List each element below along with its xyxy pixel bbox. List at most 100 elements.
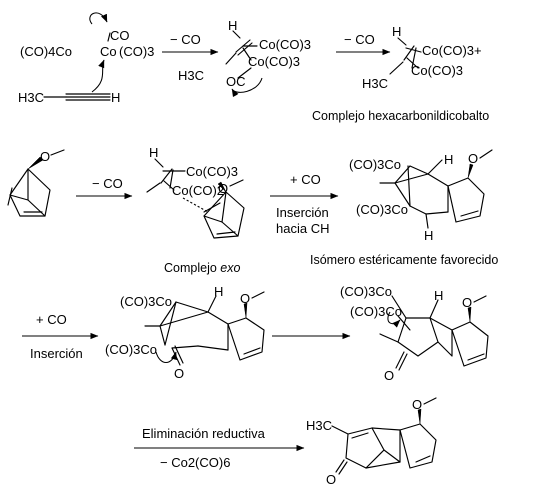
- row4-arrow-label-top: Eliminación reductiva: [142, 426, 266, 441]
- row3-arrow1-label-bottom: Inserción: [30, 346, 83, 361]
- r3s1-carbonyl-a: [171, 347, 181, 366]
- r3s2-methoxy-me: [473, 295, 487, 303]
- s3-co-upper: Co(CO)3+: [422, 43, 482, 58]
- r3s1-cyclopentene: [227, 317, 265, 361]
- r3s1-co-lower: (CO)3Co: [105, 342, 157, 357]
- r3s2-double: [467, 353, 485, 361]
- s2-alkyne-bond-b: [237, 42, 253, 56]
- r2-methoxy-wedge: [27, 156, 44, 170]
- s2-co-upper: Co(CO)3: [259, 37, 311, 52]
- row1-arrow-2: − CO: [336, 32, 391, 56]
- row1-arrow2-label: − CO: [344, 32, 375, 47]
- p-bond-c2: [383, 449, 401, 463]
- r3s1-methoxy-o: O: [240, 291, 250, 306]
- r2-ring-outer: [9, 168, 51, 217]
- row2-arrow2-label-top: + CO: [290, 172, 321, 187]
- r3s1-bond-top: [175, 301, 209, 313]
- row2-arrow2-label-bottom2: hacia CH: [276, 221, 329, 236]
- r3s1-alkyne-a: [159, 301, 177, 327]
- r2s3-methoxy-me: [479, 149, 493, 159]
- s1-right-fragment: (CO)3: [119, 44, 154, 59]
- s3-co-co-bond: [411, 47, 417, 69]
- r3s2-carbonyl-a: [395, 351, 405, 369]
- r3s1-h: H: [214, 284, 223, 299]
- r2s2-co-upper: Co(CO)3: [186, 164, 238, 179]
- p-h3c: H3C: [306, 418, 332, 433]
- row2-caption-left: Complejo exo: [164, 261, 240, 275]
- r3s1-o: O: [174, 366, 184, 381]
- s1-co-bond: [107, 32, 111, 42]
- row1-caption: Complejo hexacarbonildicobalto: [312, 109, 489, 123]
- r2s3-h-top: H: [444, 152, 453, 167]
- row2-arrow2-label-bottom1: Inserción: [276, 205, 329, 220]
- s1-left-fragment: (CO)4Co: [20, 44, 72, 59]
- r2s2-methoxy-me: [229, 179, 244, 187]
- row3-cyclized-intermediate: (CO)3Co (CO)3Co O H O: [340, 284, 489, 383]
- p-bond-c3: [365, 461, 401, 469]
- r3s1-curved-arrow: [155, 351, 177, 364]
- r2s2-h: H: [149, 145, 158, 160]
- p-methoxy-me: [423, 397, 437, 405]
- curved-arrow-co-loss: [89, 12, 108, 25]
- r2-methoxy-me: [50, 149, 65, 156]
- r3s2-o: O: [384, 368, 394, 383]
- s3-h-bond: [397, 37, 407, 46]
- s3-co-lower: Co(CO)3: [411, 63, 463, 78]
- s2-h-bond: [232, 30, 241, 39]
- r2s3-co-lower: (CO)3Co: [356, 202, 408, 217]
- r2s3-o: O: [468, 151, 478, 166]
- curved-arrow-alkyne-coordination: [91, 59, 105, 93]
- s2-co-bond-lower: [242, 47, 252, 61]
- s2-co-lower: Co(CO)3: [248, 54, 300, 69]
- row2-arrow-2: + CO Inserción hacia CH: [270, 172, 339, 236]
- r3s2-co-bond-1: [391, 295, 407, 319]
- r2s3-bond-c2: [427, 173, 449, 187]
- r2s3-co-co: [407, 165, 411, 207]
- r3s2-h: H: [434, 288, 443, 303]
- r3s2-h-bond: [429, 299, 439, 319]
- r2-methoxy-o: O: [40, 149, 50, 164]
- s2-h: H: [228, 18, 237, 33]
- s1-propyne-h: H: [111, 90, 120, 105]
- r3s1-bond-c1: [159, 311, 209, 327]
- r2s3-bond-c1: [394, 173, 429, 184]
- row2-favored-isomer: (CO)3Co (CO)3Co H H O: [349, 149, 493, 243]
- row3-acyl-intermediate: (CO)3Co (CO)3Co H O O: [105, 284, 265, 381]
- p-cyclopentene: [399, 423, 437, 469]
- r2s3-alkyne-b: [394, 182, 411, 207]
- r3s2-methoxy-wedge: [467, 306, 472, 323]
- r3s2-methoxy-o: O: [462, 295, 472, 310]
- r2s2-o: O: [218, 181, 228, 196]
- r3s2-bond-c1: [429, 317, 453, 331]
- r2s2-ring-outer: [203, 191, 245, 239]
- row2-exo-complex: H Co(CO)3 Co(CO)2 O: [146, 145, 245, 239]
- r3s1-methoxy-me: [251, 291, 265, 299]
- r2s3-cyclopentene: [447, 177, 485, 223]
- r2s3-bond-c4: [425, 211, 449, 215]
- r2s2-co-co: [169, 169, 174, 189]
- r3s2-co-lower: (CO)3Co: [350, 304, 402, 319]
- r3s1-alkyne-b: [159, 325, 166, 346]
- r2s2-co-bond-b: [163, 180, 175, 191]
- r3s1-bond-c3: [197, 345, 229, 351]
- r2s2-h-bond: [154, 158, 164, 168]
- curved-arrow-co-loss-2: [231, 77, 263, 98]
- r2s2-double-2: [216, 231, 236, 235]
- r2s2-co-lower: Co(CO)2: [172, 183, 224, 198]
- row4-arrow: Eliminación reductiva − Co2(CO)6: [134, 426, 305, 470]
- s1-co-top: CO: [110, 28, 130, 43]
- r3s2-methyl: [379, 333, 399, 343]
- r3s1-double: [243, 347, 261, 355]
- r2-double-bond-left: [7, 187, 13, 206]
- r2s3-alkyne-a: [394, 165, 411, 184]
- row1-arrow1-label: − CO: [170, 32, 201, 47]
- s3-h3c: H3C: [362, 76, 388, 91]
- r2s3-co-upper: (CO)3Co: [349, 157, 401, 172]
- r3s1-methoxy-wedge: [243, 302, 248, 319]
- r2s2-methyl: [146, 182, 161, 193]
- r3s1-co-upper: (CO)3Co: [120, 294, 172, 309]
- row2-caption-right: Isómero estéricamente favorecido: [310, 253, 498, 267]
- s1-co-center: Co: [100, 44, 117, 59]
- s2-oc-bond: [237, 67, 252, 79]
